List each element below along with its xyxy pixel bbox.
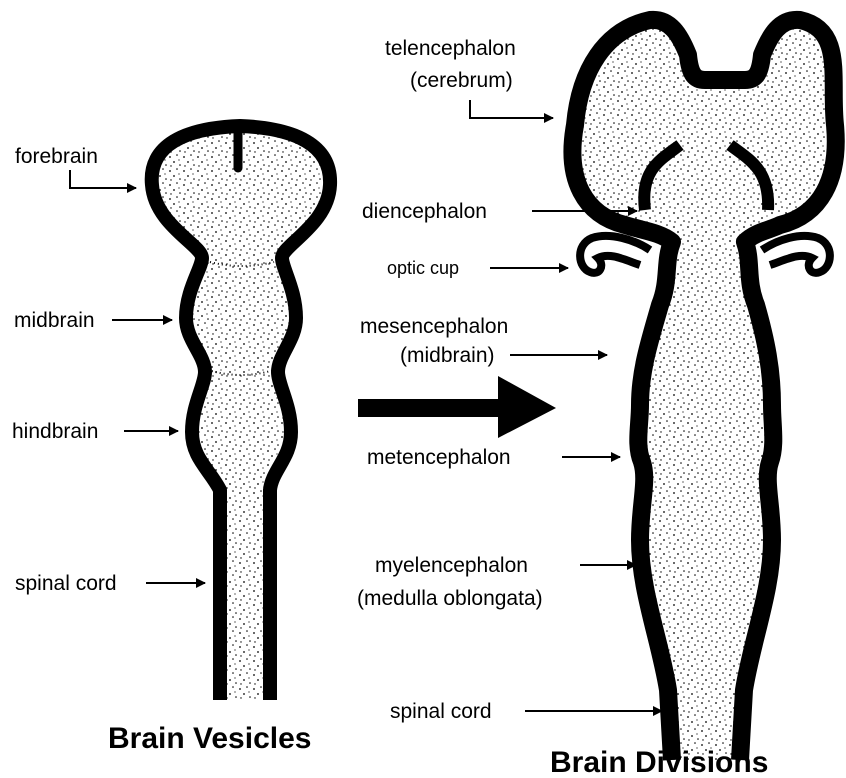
label-metencephalon: metencephalon: [367, 446, 511, 469]
label-hindbrain: hindbrain: [12, 420, 98, 443]
caption-brain-divisions: Brain Divisions: [550, 746, 768, 778]
caption-brain-vesicles: Brain Vesicles: [108, 722, 311, 755]
label-diencephalon: diencephalon: [362, 200, 487, 223]
optic-cup-right: [762, 236, 830, 273]
label-myelencephalon-sub: (medulla oblongata): [357, 587, 543, 610]
label-midbrain: midbrain: [14, 309, 95, 332]
label-myelencephalon: myelencephalon: [375, 554, 528, 577]
arrow-telencephalon: [470, 100, 553, 118]
label-optic-cup: optic cup: [387, 258, 459, 278]
label-spinal-cord-left: spinal cord: [15, 572, 117, 595]
label-telencephalon: telencephalon: [385, 37, 516, 60]
transition-arrow: [358, 376, 556, 438]
label-mesencephalon-sub: (midbrain): [400, 344, 495, 367]
divisions-outline: [572, 20, 835, 760]
arrow-forebrain: [70, 170, 136, 188]
vesicles-outline: [152, 126, 330, 700]
label-telencephalon-sub: (cerebrum): [410, 69, 513, 92]
optic-cup-left: [580, 236, 650, 273]
label-forebrain: forebrain: [15, 145, 98, 168]
label-mesencephalon: mesencephalon: [360, 315, 508, 338]
brain-divisions-figure: telencephalon (cerebrum) diencephalon op…: [357, 20, 836, 778]
label-spinal-cord-right: spinal cord: [390, 700, 492, 723]
brain-vesicles-figure: forebrain midbrain hindbrain spinal cord…: [12, 126, 330, 755]
